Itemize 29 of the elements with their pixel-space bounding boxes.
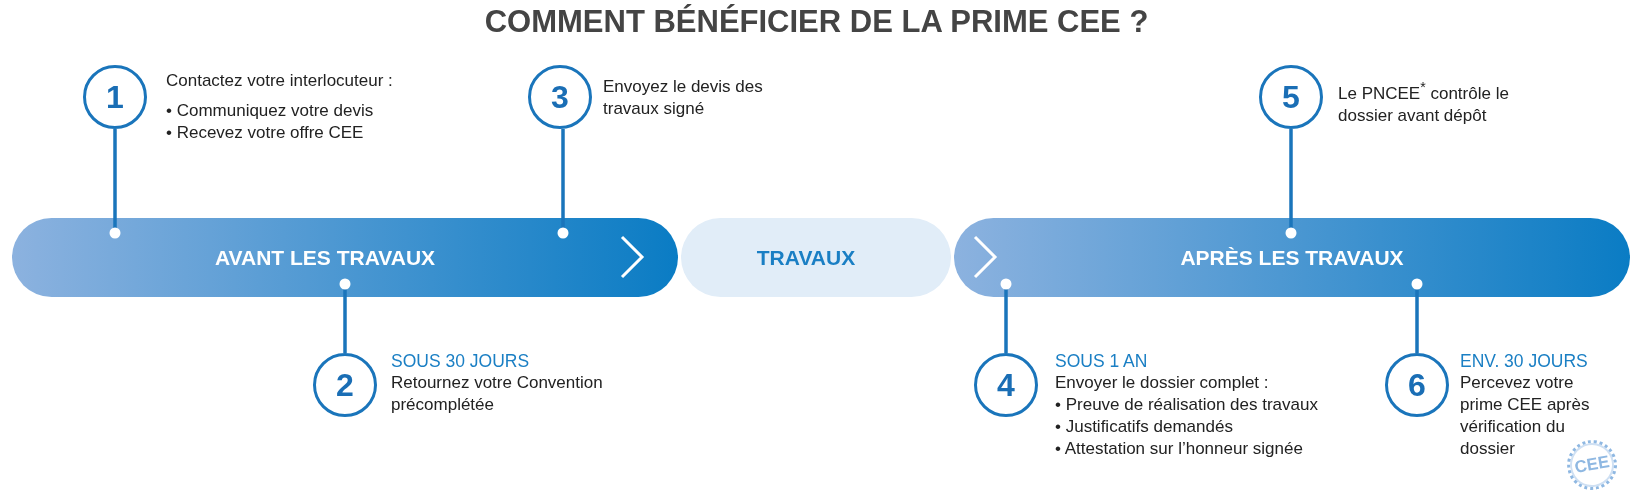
- step-number-circle: 4: [974, 353, 1038, 417]
- leader-line: [1285, 129, 1297, 239]
- leader-line: [1000, 278, 1012, 353]
- leader-line: [557, 129, 569, 239]
- deadline-label: SOUS 30 JOURS: [391, 350, 531, 372]
- bullet-item: • Justificatifs demandés: [1055, 416, 1234, 438]
- leader-line: [109, 129, 121, 239]
- bullet-item: • Attestation sur l’honneur signée: [1055, 438, 1304, 460]
- step-description: Retournez votre Convention précomplétée: [391, 372, 604, 416]
- step-description: Contactez votre interlocuteur :: [166, 70, 394, 92]
- deadline-label: ENV. 30 JOURS: [1460, 350, 1589, 372]
- title: COMMENT BÉNÉFICIER DE LA PRIME CEE ?: [483, 4, 1150, 40]
- phase-label: TRAVAUX: [756, 245, 856, 270]
- phase-label: AVANT LES TRAVAUX: [214, 245, 436, 270]
- step-description: Envoyer le dossier complet :: [1055, 372, 1270, 394]
- step-description: Envoyez le devis des travaux signé: [603, 76, 763, 120]
- bullet-item: • Communiquez votre devis: [166, 100, 375, 122]
- step-number-circle: 1: [83, 65, 147, 129]
- step-number-circle: 2: [313, 353, 377, 417]
- phase-label: APRÈS LES TRAVAUX: [1180, 245, 1404, 270]
- leader-line: [1411, 278, 1423, 353]
- bullet-item: • Preuve de réalisation des travaux: [1055, 394, 1319, 416]
- step-number-circle: 6: [1385, 353, 1449, 417]
- bullet-item: • Recevez votre offre CEE: [166, 122, 365, 144]
- deadline-label: SOUS 1 AN: [1055, 350, 1149, 372]
- step-number-circle: 5: [1259, 65, 1323, 129]
- step-number-circle: 3: [528, 65, 592, 129]
- step-description: Le PNCEE$^{*}$ contrôle le dossier avant dépôt: [1338, 78, 1510, 127]
- leader-line: [339, 278, 351, 353]
